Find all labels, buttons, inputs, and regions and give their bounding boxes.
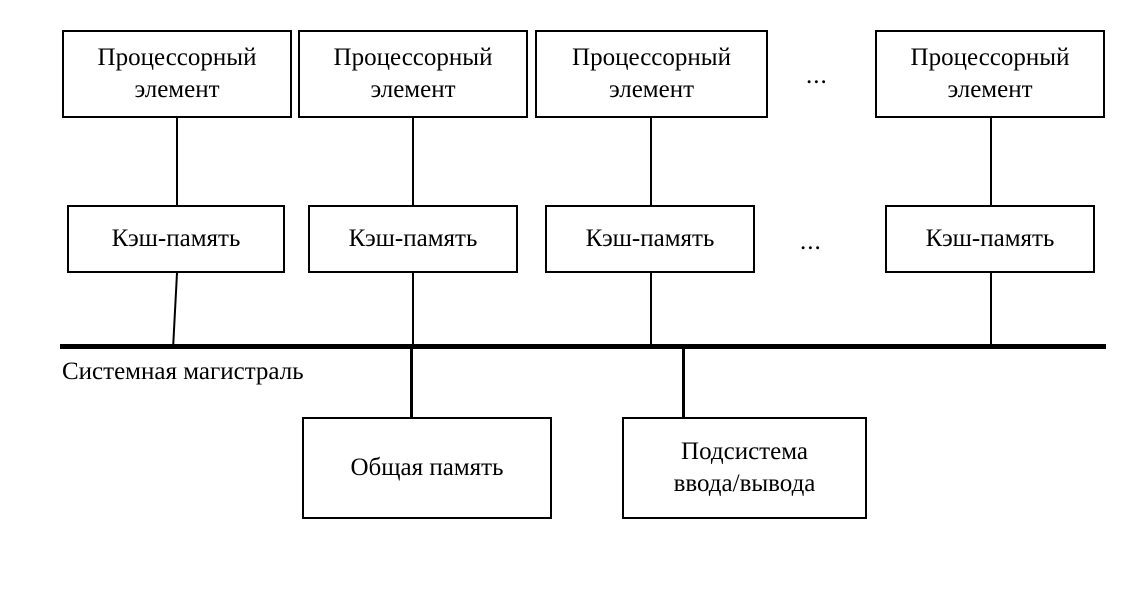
- ellipsis-caches: ...: [800, 228, 822, 255]
- processing-element-n[interactable]: Процессорный элемент: [875, 30, 1105, 118]
- ellipsis-processing-elements: ...: [806, 62, 828, 89]
- connector-pe4-cache4: [990, 118, 992, 205]
- connector-cache2-bus: [412, 273, 414, 347]
- processing-element-2[interactable]: Процессорный элемент: [298, 30, 528, 118]
- connector-pe1-cache1: [176, 118, 178, 205]
- connector-bus-io-subsystem: [682, 346, 685, 419]
- cache-memory-n-label: Кэш-память: [925, 224, 1055, 252]
- io-subsystem-box[interactable]: Подсистема ввода/вывода: [622, 417, 867, 519]
- connector-pe3-cache3: [650, 118, 652, 205]
- connector-bus-shared-memory: [410, 346, 413, 419]
- connector-pe2-cache2: [412, 118, 414, 205]
- system-bus-label: Системная магистраль: [62, 358, 304, 385]
- cache-memory-2-label: Кэш-память: [348, 224, 478, 252]
- cache-memory-2[interactable]: Кэш-память: [308, 205, 518, 273]
- cache-memory-n[interactable]: Кэш-память: [885, 205, 1095, 273]
- cache-memory-1-label: Кэш-память: [111, 224, 241, 252]
- io-subsystem-label: Подсистема ввода/вывода: [673, 437, 816, 498]
- processing-element-1-label: Процессорный элемент: [97, 43, 257, 104]
- processing-element-1[interactable]: Процессорный элемент: [62, 30, 292, 118]
- cache-memory-1[interactable]: Кэш-память: [67, 205, 285, 273]
- connector-cache1-bus: [172, 272, 178, 350]
- connector-cache4-bus: [990, 273, 992, 347]
- processing-element-n-label: Процессорный элемент: [910, 43, 1070, 104]
- system-bus-line: [60, 344, 1106, 349]
- processing-element-3-label: Процессорный элемент: [572, 43, 731, 104]
- cache-memory-3-label: Кэш-память: [585, 224, 715, 252]
- shared-memory-box[interactable]: Общая память: [302, 417, 552, 519]
- processing-element-3[interactable]: Процессорный элемент: [535, 30, 768, 118]
- cache-memory-3[interactable]: Кэш-память: [545, 205, 755, 273]
- shared-memory-label: Общая память: [350, 453, 504, 481]
- connector-cache3-bus: [650, 273, 652, 347]
- processing-element-2-label: Процессорный элемент: [333, 43, 493, 104]
